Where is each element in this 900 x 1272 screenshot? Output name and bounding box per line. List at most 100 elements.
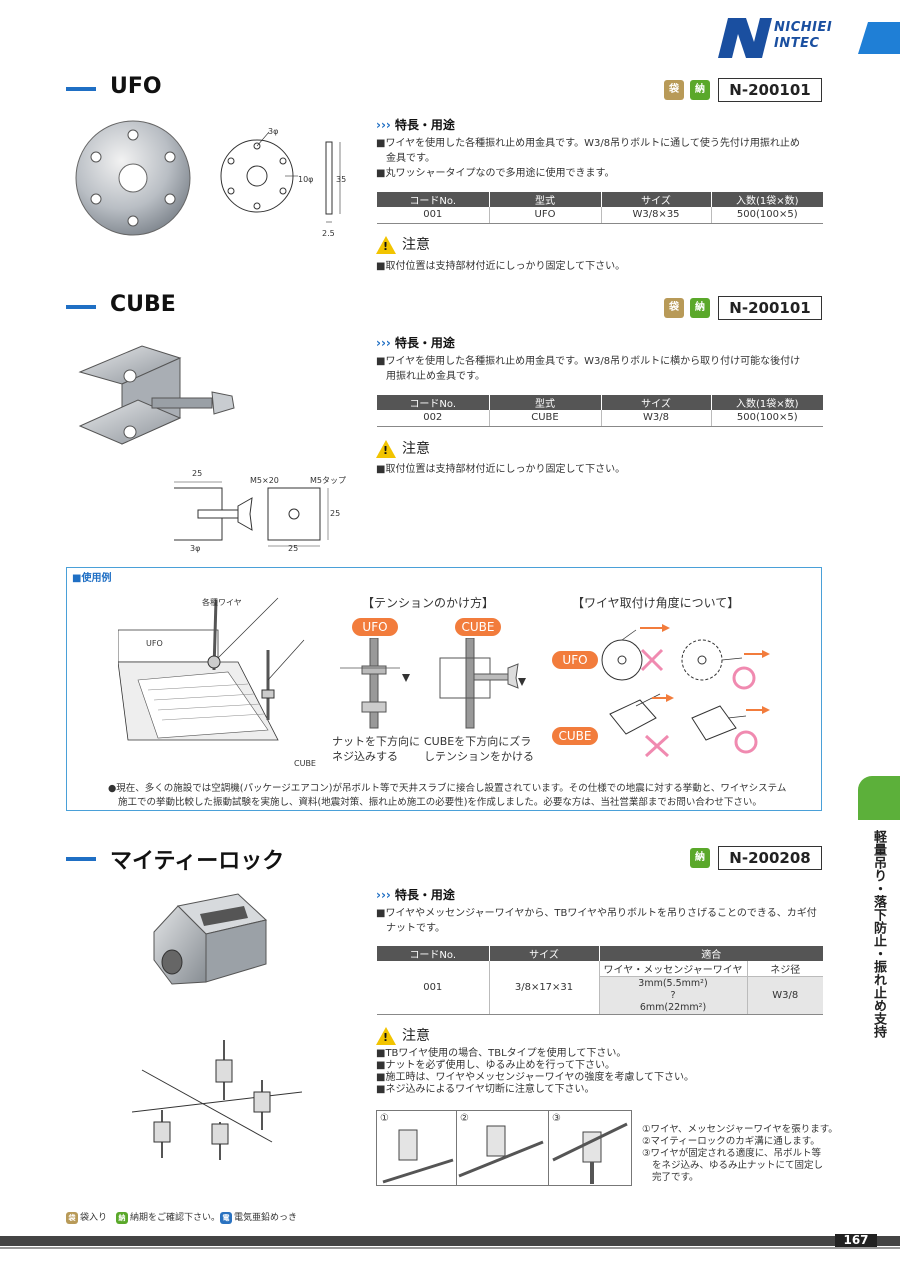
legend-bag: 袋入り — [80, 1213, 108, 1223]
tension-title: 【テンションのかけ方】 — [362, 596, 495, 610]
mighty-caution: 注意 — [376, 1025, 430, 1045]
zinc-icon: 電 — [220, 1212, 232, 1224]
tension-cube-caption-2: しテンションをかける — [424, 750, 534, 763]
ufo-spec-table: コードNo. 型式 サイズ 入数(1袋×数) 001 UFO W3/8×35 5… — [377, 192, 823, 224]
bag-icon: 袋 — [66, 1212, 78, 1224]
angle-cube-pill: CUBE — [552, 727, 598, 745]
cube-dim-tap: M5タップ — [310, 476, 346, 485]
usage-example-box — [66, 567, 822, 811]
cube-code: N-200101 — [718, 296, 822, 320]
th-code: コードNo. — [377, 946, 490, 961]
cube-title: CUBE — [110, 292, 176, 317]
section-bar — [66, 305, 96, 309]
warning-icon — [376, 440, 396, 458]
cube-illustration — [78, 345, 235, 445]
mighty-spec-table: コードNo. サイズ 適合 001 3/8×17×31 ワイヤ・メッセンジャーワ… — [377, 946, 823, 1015]
step-num-2: ② — [460, 1113, 469, 1124]
cube-caution-1: ■取付位置は支持部材付近にしっかり固定して下さい。 — [376, 464, 626, 475]
tension-cube-pill: CUBE — [455, 618, 501, 636]
step-text-3: ③ワイヤが固定される適度に、吊ボルト等 — [642, 1148, 821, 1159]
check-icon: 納 — [690, 80, 710, 100]
section-bar — [66, 857, 96, 861]
usage-ufo-label: UFO — [146, 639, 163, 648]
cell-size: 3/8×17×31 — [489, 961, 600, 1015]
usage-note-1: ●現在、多くの施設では空調機(パッケージエアコン)が吊ボルト等で天井スラブに接合… — [108, 783, 787, 794]
cell: CUBE — [489, 410, 602, 427]
mighty-feature-1: ■ワイヤやメッセンジャーワイヤから、TBワイヤや吊りボルトを吊りさげることのでき… — [376, 908, 817, 919]
cube-drawing — [174, 481, 329, 547]
ufo-feature-1: ■ワイヤを使用した各種振れ止め用金具です。W3/8吊りボルトに通して使う先付け用… — [376, 138, 800, 149]
tension-ufo-pill: UFO — [352, 618, 398, 636]
cell: 002 — [377, 410, 490, 427]
legend-check: 納期をご確認下さい。 — [130, 1213, 221, 1223]
ufo-dim-inner: 10φ — [298, 175, 314, 184]
cube-feature-heading: ›››特長・用途 — [376, 336, 455, 350]
check-icon: 納 — [690, 848, 710, 868]
table-row: 3mm(5.5mm²) ? 6mm(22mm²) W3/8 — [377, 976, 823, 1015]
usage-label: ■使用例 — [72, 573, 112, 584]
step-text-2: ②マイティーロックのカギ溝に通します。 — [642, 1136, 820, 1147]
cube-dim-w2: 25 — [288, 544, 299, 553]
ufo-dim-hole: 3φ — [268, 127, 279, 136]
cube-dim-h: 25 — [330, 509, 341, 518]
th-code: コードNo. — [377, 395, 490, 410]
angle-title: 【ワイヤ取付け角度について】 — [572, 596, 740, 610]
th-size: サイズ — [601, 395, 712, 410]
mighty-steps-box — [376, 1110, 632, 1186]
bag-icon: 袋 — [664, 298, 684, 318]
check-icon: 納 — [116, 1212, 128, 1224]
table-row: 001 UFO W3/8×35 500(100×5) — [377, 207, 823, 224]
cell-screw: W3/8 — [747, 976, 823, 1015]
cell: UFO — [489, 207, 602, 224]
mighty-caution-1: ■TBワイヤ使用の場合、TBLタイプを使用して下さい。 — [376, 1048, 627, 1059]
step-text-4: をネジ込み、ゆるみ止ナットにて固定し — [652, 1160, 824, 1171]
brand-line2: INTEC — [774, 36, 820, 51]
th-model: 型式 — [489, 395, 602, 410]
mighty-feature-heading: ›››特長・用途 — [376, 888, 455, 902]
ufo-dim-thick: 2.5 — [322, 229, 335, 238]
usage-cube-label: CUBE — [294, 759, 316, 768]
warning-icon — [376, 1027, 396, 1045]
tension-illustration — [340, 638, 526, 729]
th-code: コードNo. — [377, 192, 490, 207]
step-num-1: ① — [380, 1113, 389, 1124]
check-icon: 納 — [690, 298, 710, 318]
ufo-feature-3: ■丸ワッシャータイプなので多用途に使用できます。 — [376, 168, 615, 179]
steps-illustration — [382, 1122, 628, 1184]
ufo-dim-height: 35 — [336, 175, 347, 184]
ufo-code: N-200101 — [718, 78, 822, 102]
mighty-illustration — [153, 893, 268, 985]
bag-icon: 袋 — [664, 80, 684, 100]
mighty-caution-3: ■施工時は、ワイヤやメッセンジャーワイヤの強度を考慮して下さい。 — [376, 1072, 695, 1083]
mighty-usage-illustration — [132, 1040, 302, 1160]
cell: W3/8×35 — [601, 207, 712, 224]
side-label: 軽量吊り・落下防止・振れ止め支持 — [871, 830, 886, 1038]
usage-note-2: 施工での挙動比較した振動試験を実施し、資料(地震対策、振れ止め施工の必要性)を作… — [118, 797, 762, 808]
table-row: 002 CUBE W3/8 500(100×5) — [377, 410, 823, 427]
brand-logo: NICHIEI INTEC — [718, 14, 900, 58]
mighty-code: N-200208 — [718, 846, 822, 870]
cube-dim-bolt: M5×20 — [250, 476, 279, 485]
mighty-caution-2: ■ナットを必ず使用し、ゆるみ止めを行って下さい。 — [376, 1060, 615, 1071]
cube-feature-1: ■ワイヤを使用した各種振れ止め用金具です。W3/8吊りボルトに横から取り付け可能… — [376, 356, 801, 367]
step-divider — [456, 1110, 457, 1186]
tension-cube-caption-1: CUBEを下方向にズラ — [424, 735, 532, 748]
ufo-illustration — [75, 120, 341, 236]
cell-code: 001 — [377, 961, 490, 1015]
section-bar — [66, 87, 96, 91]
angle-illustration — [601, 624, 770, 758]
ufo-caution-1: ■取付位置は支持部材付近にしっかり固定して下さい。 — [376, 261, 626, 272]
mighty-caution-4: ■ネジ込みによるワイヤ切断に注意して下さい。 — [376, 1084, 595, 1095]
page-number: 167 — [835, 1234, 877, 1247]
mighty-title: マイティーロック — [110, 849, 285, 874]
angle-ufo-pill: UFO — [552, 651, 598, 669]
warning-icon — [376, 236, 396, 254]
cube-dim-w1: 25 — [192, 469, 203, 478]
th-qty: 入数(1袋×数) — [711, 395, 823, 410]
th-fit: 適合 — [599, 946, 823, 961]
step-divider — [548, 1110, 549, 1186]
tension-ufo-caption-1: ナットを下方向に — [332, 735, 420, 748]
cell: W3/8 — [601, 410, 712, 427]
footer-band — [0, 1247, 900, 1249]
usage-ceiling-illustration — [118, 597, 305, 741]
